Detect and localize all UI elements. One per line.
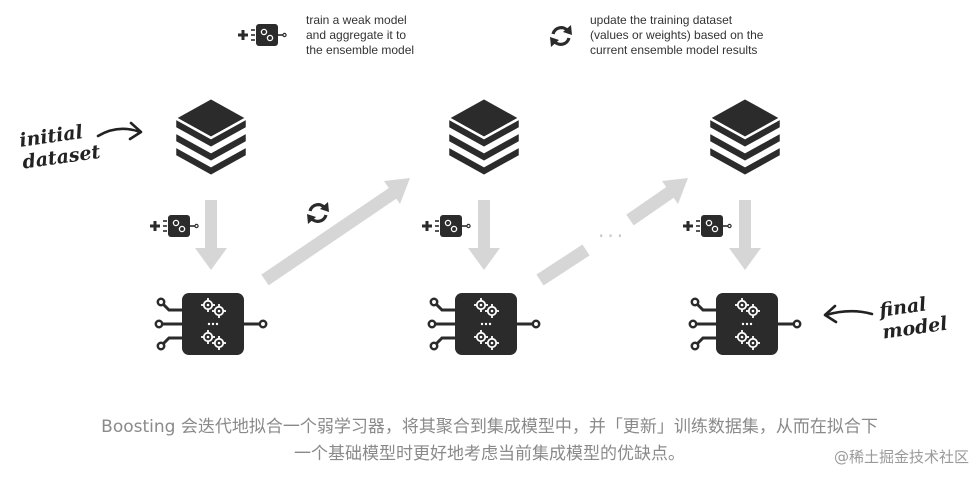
update-cycle-icon	[305, 200, 331, 226]
dataset-stack-icon-2	[446, 96, 522, 178]
plus-gear-chip-icon	[236, 22, 288, 48]
ellipsis-label: ...	[598, 218, 627, 242]
refresh-cycle-icon	[548, 23, 574, 49]
final-model-label: final model	[878, 293, 949, 344]
diagonal-arrow-1	[261, 178, 410, 286]
train-icon-1	[148, 213, 200, 239]
legend-train-text: train a weak model and aggregate it to t…	[306, 13, 415, 57]
dataset-stack-icon-3	[707, 96, 783, 178]
diagonal-arrow-2	[536, 178, 688, 286]
caption-line-2: 一个基础模型时更好地考虑当前集成模型的优缺点。	[294, 444, 685, 464]
down-arrow-3	[729, 200, 761, 270]
model-chip-icon-1	[156, 293, 266, 355]
initial-arrow-icon	[96, 121, 143, 141]
down-arrow-1	[195, 200, 227, 270]
train-icon-3	[681, 213, 733, 239]
dataset-stack-icon-1	[173, 96, 249, 178]
legend-update-text: update the training dataset (values or w…	[590, 13, 764, 57]
watermark: @稀土掘金技术社区	[833, 448, 969, 466]
caption-line-1: Boosting 会迭代地拟合一个弱学习器，将其聚合到集成模型中，并「更新」训练…	[101, 417, 878, 437]
down-arrow-2	[468, 200, 500, 270]
model-chip-icon-3	[690, 293, 800, 355]
final-arrow-icon	[823, 304, 874, 324]
model-chip-icon-2	[429, 293, 539, 355]
train-icon-2	[420, 213, 472, 239]
